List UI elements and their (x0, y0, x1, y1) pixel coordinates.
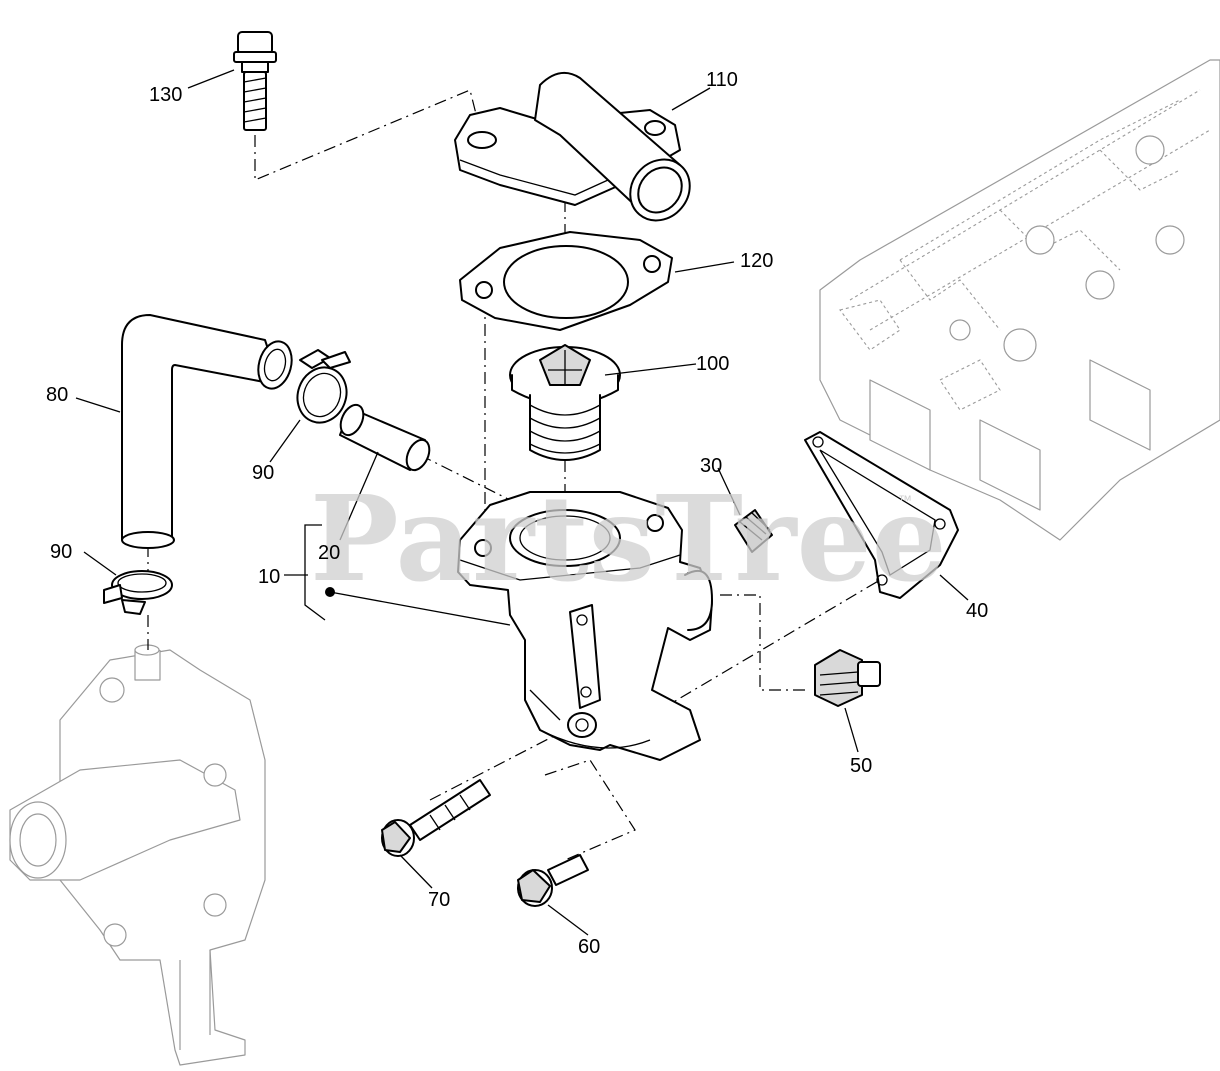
callout-100: 100 (696, 353, 729, 375)
callout-20: 20 (318, 542, 340, 564)
callout-110: 110 (706, 69, 738, 91)
callout-70: 70 (428, 889, 450, 911)
gasket-40[interactable] (804, 431, 959, 599)
hose-clamp-90-lower[interactable] (103, 570, 173, 615)
watermark-brand: PartsTree (310, 469, 947, 608)
callout-40: 40 (966, 600, 988, 622)
callout-120: 120 (740, 250, 773, 272)
callout-90-upper: 90 (252, 462, 274, 484)
plug-30[interactable] (734, 509, 773, 553)
callout-130: 130 (149, 84, 182, 106)
thermostat-100[interactable] (509, 344, 621, 461)
hose-80[interactable] (121, 314, 297, 549)
hose-clamp-90-upper[interactable] (290, 349, 354, 430)
watermark-trademark: ™ (898, 492, 912, 508)
thermostat-housing-10[interactable] (457, 491, 713, 761)
bolt-60[interactable] (517, 854, 589, 907)
callout-30: 30 (700, 455, 722, 477)
bolt-130[interactable] (233, 31, 277, 131)
callout-60: 60 (578, 936, 600, 958)
pipe-20[interactable] (336, 401, 434, 473)
callout-80: 80 (46, 384, 68, 406)
callout-50: 50 (850, 755, 872, 777)
water-pump-ghost (9, 644, 266, 1066)
partstree-watermark: PartsTree ™ (310, 469, 947, 608)
callout-10: 10 (258, 566, 280, 588)
thermostat-cover-110[interactable] (454, 71, 702, 233)
leader-lines (75, 69, 969, 936)
callout-90-lower: 90 (50, 541, 72, 563)
gasket-120[interactable] (459, 231, 673, 331)
sensor-50[interactable] (814, 649, 881, 707)
callout-labels: 130 110 120 100 80 90 20 90 10 30 40 50 … (46, 69, 988, 958)
bolt-70[interactable] (381, 779, 491, 857)
engine-head-ghost (819, 59, 1220, 541)
